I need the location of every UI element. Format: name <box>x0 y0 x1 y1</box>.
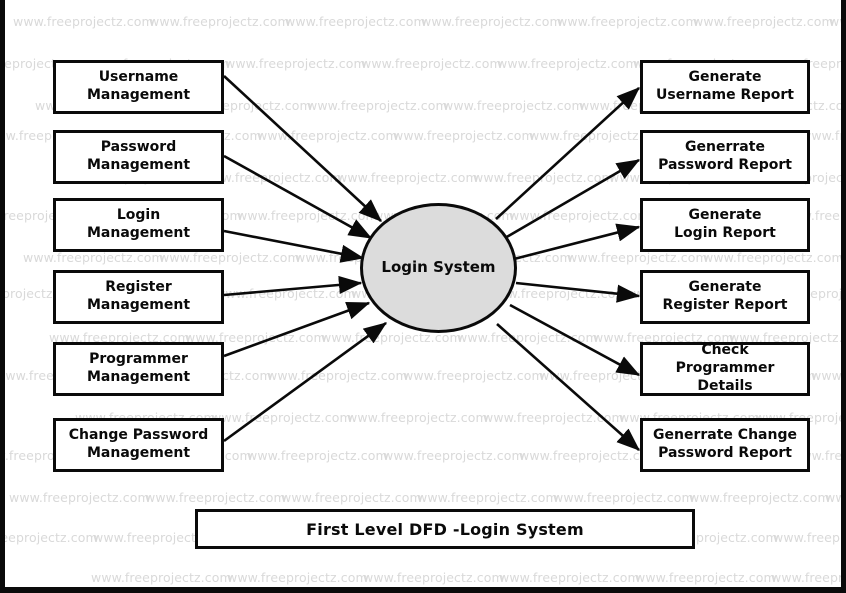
entity-label-line2: Management <box>86 157 191 173</box>
output-generate-password-report[interactable]: Generrate Password Report <box>640 130 810 184</box>
output-label-line1: Generrate Change <box>653 427 797 444</box>
entity-register-management[interactable]: Register Management <box>53 270 224 324</box>
entity-label-line1: Password <box>100 139 177 156</box>
entity-label-line1: Register <box>105 279 172 296</box>
entity-login-management[interactable]: Login Management <box>53 198 224 252</box>
output-label-line2: Username Report <box>656 87 794 103</box>
output-label-line1: Generrate <box>685 139 765 156</box>
entity-label-line2: Management <box>86 297 191 313</box>
output-label-line2: Password Report <box>658 445 792 461</box>
entity-label-line1: Programmer <box>89 351 188 368</box>
output-generate-change-password-report[interactable]: Generrate Change Password Report <box>640 418 810 472</box>
entity-label-line1: Username <box>98 69 179 86</box>
output-label-line2: Register Report <box>662 297 788 313</box>
output-generate-username-report[interactable]: Generate Username Report <box>640 60 810 114</box>
entity-label-line1: Change Password <box>68 427 209 444</box>
entity-label-line2: Management <box>86 369 191 385</box>
entity-change-password-management[interactable]: Change Password Management <box>53 418 224 472</box>
entity-label-line2: Management <box>86 445 191 461</box>
output-label-line1: Generate <box>688 279 762 296</box>
diagram-title-box: First Level DFD -Login System <box>195 509 695 549</box>
output-generate-register-report[interactable]: Generate Register Report <box>640 270 810 324</box>
dfd-nodes-layer: Username Management Password Management … <box>5 0 841 587</box>
process-login-system[interactable]: Login System <box>360 203 517 333</box>
entity-label-line2: Management <box>86 87 191 103</box>
diagram-title: First Level DFD -Login System <box>306 519 584 539</box>
output-generate-login-report[interactable]: Generate Login Report <box>640 198 810 252</box>
output-label-line2: Programmer Details <box>675 360 775 394</box>
output-label-line1: Generate <box>688 69 762 86</box>
entity-label-line1: Login <box>116 207 161 224</box>
output-label-line2: Password Report <box>658 157 792 173</box>
process-label-line2: System <box>433 258 496 277</box>
output-label-line1: Generate <box>688 207 762 224</box>
output-check-programmer-details[interactable]: Check Programmer Details <box>640 342 810 396</box>
entity-username-management[interactable]: Username Management <box>53 60 224 114</box>
output-label-line1: Check <box>701 342 749 359</box>
entity-password-management[interactable]: Password Management <box>53 130 224 184</box>
entity-programmer-management[interactable]: Programmer Management <box>53 342 224 396</box>
output-label-line2: Login Report <box>674 225 776 241</box>
entity-label-line2: Management <box>86 225 191 241</box>
process-label-line1: Login <box>381 258 428 277</box>
